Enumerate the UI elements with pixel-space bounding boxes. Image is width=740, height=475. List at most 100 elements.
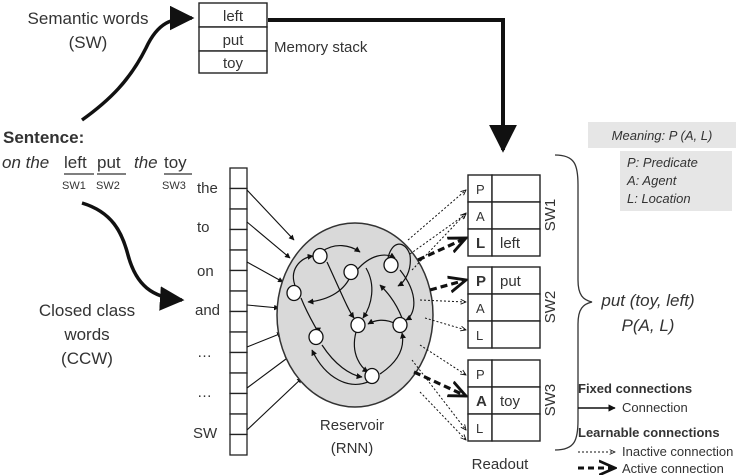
readout-label-sw3: SW3 (542, 384, 559, 417)
readout-role-a: A (476, 301, 485, 316)
input-connection-1 (246, 189, 295, 241)
input-word-the: the (197, 180, 218, 197)
input-unit-10 (229, 351, 248, 374)
inactive-connection-3 (411, 213, 466, 271)
neuron-1 (312, 247, 328, 265)
readout-connections (407, 190, 466, 440)
sentence-word-put: put (97, 153, 121, 172)
input-words: the to on and … … SW (193, 180, 220, 442)
neuron-6 (392, 316, 408, 334)
inactive-connection-7 (411, 359, 466, 430)
meaning-title: Meaning: P (A, L) (612, 128, 713, 143)
meaning-title-box (588, 122, 736, 148)
connection-legend: Fixed connections Connection Learnable c… (578, 381, 733, 475)
inactive-connection-8 (419, 391, 466, 440)
ccw-line3: (CCW) (61, 349, 113, 368)
input-word-dots1: … (197, 344, 212, 361)
input-word-and: and (195, 302, 220, 319)
readout-role-l: L (476, 328, 483, 343)
active-connection-1 (417, 238, 466, 262)
memory-stack: left put toy (198, 2, 268, 74)
neuron-8 (364, 367, 380, 385)
meaning-legend-agent: A: Agent (626, 173, 678, 188)
readout-label-sw1: SW1 (542, 199, 559, 232)
semantic-words-abbr: (SW) (69, 33, 108, 52)
input-unit-5 (229, 249, 248, 272)
reservoir-label: Reservoir (320, 417, 384, 434)
readout-role-a: A (476, 209, 485, 224)
semantic-words-title: Semantic words (28, 9, 149, 28)
meaning-result: put (toy, left) (600, 291, 694, 310)
memory-item-1: left (223, 8, 244, 25)
subscript-sw3: SW3 (162, 180, 186, 192)
sentence-word-toy: toy (164, 153, 187, 172)
meaning-brace (554, 154, 593, 451)
sentence-line: on the left put the toy SW1 SW2 SW3 (2, 153, 192, 192)
input-unit-6 (229, 269, 248, 292)
input-connections (246, 189, 303, 431)
input-word-dots2: … (197, 384, 212, 401)
inactive-connection-2 (409, 214, 466, 255)
readout-role-p: P (476, 273, 486, 290)
reservoir-label-abbr: (RNN) (331, 440, 374, 457)
legend-fixed-title: Fixed connections (578, 381, 692, 396)
input-layer (229, 167, 248, 456)
ccw-line1: Closed class (39, 301, 135, 320)
input-unit-13 (229, 413, 248, 436)
input-unit-1 (229, 167, 248, 190)
input-unit-8 (229, 310, 248, 333)
memory-stack-label: Memory stack (274, 39, 368, 56)
readout-word-put: put (500, 273, 522, 290)
readout-word-left: left (500, 235, 521, 252)
input-connection-2 (246, 221, 291, 259)
input-connection-4 (246, 304, 280, 311)
inactive-connection-1 (407, 190, 466, 241)
legend-fixed-item: Connection (622, 400, 688, 415)
neuron-7 (308, 328, 324, 346)
input-unit-11 (229, 372, 248, 395)
meaning-result-roles: P(A, L) (622, 316, 675, 335)
input-word-on: on (197, 263, 214, 280)
neuron-3 (383, 256, 399, 274)
meaning-legend-location: L: Location (627, 191, 691, 206)
legend-inactive: Inactive connection (622, 444, 733, 459)
sentence-word-on-the: on the (2, 153, 49, 172)
meaning-legend-predicate: P: Predicate (627, 155, 698, 170)
input-unit-12 (229, 392, 248, 415)
ccw-line2: words (63, 325, 109, 344)
input-connection-5 (246, 332, 283, 348)
readout-role-p: P (476, 182, 485, 197)
readout-word-toy: toy (500, 393, 521, 410)
readout-label: Readout (472, 456, 530, 473)
arrow-sentence-to-sw (80, 5, 195, 122)
sentence-heading: Sentence: (3, 128, 84, 147)
input-unit-3 (229, 208, 248, 231)
active-connection-3 (413, 370, 466, 396)
memory-item-3: toy (223, 55, 244, 72)
reservoir (276, 222, 434, 408)
reservoir-edges (292, 243, 415, 385)
input-connection-7 (246, 377, 303, 431)
subscript-sw2: SW2 (96, 180, 120, 192)
inactive-connection-6 (419, 344, 466, 375)
active-connection-2 (429, 280, 466, 290)
input-connection-6 (246, 355, 291, 389)
input-unit-4 (229, 228, 248, 251)
input-unit-7 (229, 290, 248, 313)
readout-role-a: A (476, 393, 487, 410)
input-unit-14 (229, 433, 248, 456)
sentence-word-the: the (134, 153, 158, 172)
arrow-memory-to-readout (268, 18, 517, 153)
legend-active: Active connection (622, 461, 724, 475)
neuron-2 (343, 263, 359, 281)
readout-role-l: L (476, 235, 485, 252)
input-connection-3 (246, 261, 284, 283)
readout-role-l: L (476, 421, 483, 436)
subscript-sw1: SW1 (62, 180, 86, 192)
input-word-to: to (197, 219, 210, 236)
arrow-sentence-to-ccw (81, 201, 185, 311)
